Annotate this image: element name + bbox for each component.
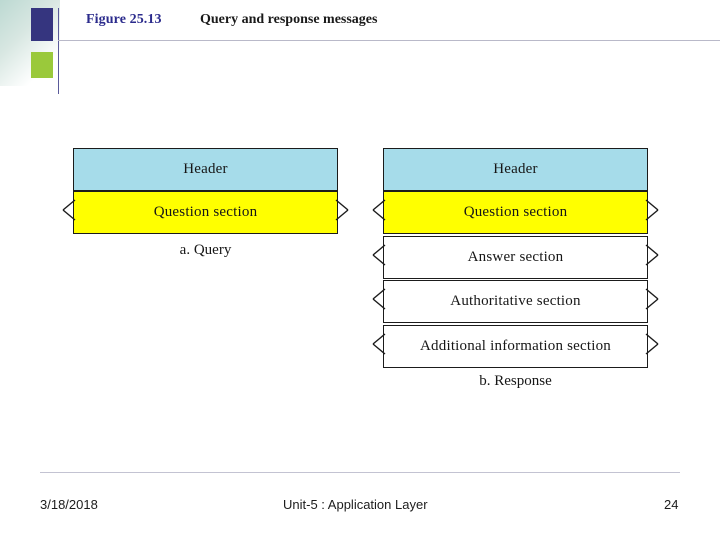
response-additional-section: Additional information section (383, 325, 648, 368)
query-header-section: Header (73, 148, 338, 191)
figure-label: Figure 25.13 (86, 12, 162, 27)
response-additional-section-label: Additional information section (420, 338, 611, 354)
response-question-section-label: Question section (463, 204, 568, 220)
response-caption: b. Response (479, 373, 552, 389)
query-question-section: Question section (73, 191, 338, 234)
response-authoritative-section-label: Authoritative section (450, 293, 581, 309)
response-header-section-label: Header (493, 161, 538, 177)
response-answer-section-label: Answer section (467, 249, 564, 265)
header-divider (58, 40, 720, 41)
corner-green-bar (31, 52, 53, 78)
query-header-section-label: Header (183, 161, 228, 177)
footer-page-number: 24 (664, 497, 679, 512)
page-title: Query and response messages (200, 12, 378, 27)
corner-blue-bar (31, 8, 53, 41)
footer-subject: Unit-5 : Application Layer (283, 497, 428, 512)
query-question-section-label: Question section (153, 204, 258, 220)
corner-vertical-rule (58, 8, 59, 94)
response-answer-section: Answer section (383, 236, 648, 279)
footer-date: 3/18/2018 (40, 497, 98, 512)
response-question-section: Question section (383, 191, 648, 234)
decorative-corner-graphic (0, 0, 96, 100)
query-caption: a. Query (179, 242, 232, 258)
response-authoritative-section: Authoritative section (383, 280, 648, 323)
footer-divider (40, 472, 680, 473)
response-header-section: Header (383, 148, 648, 191)
